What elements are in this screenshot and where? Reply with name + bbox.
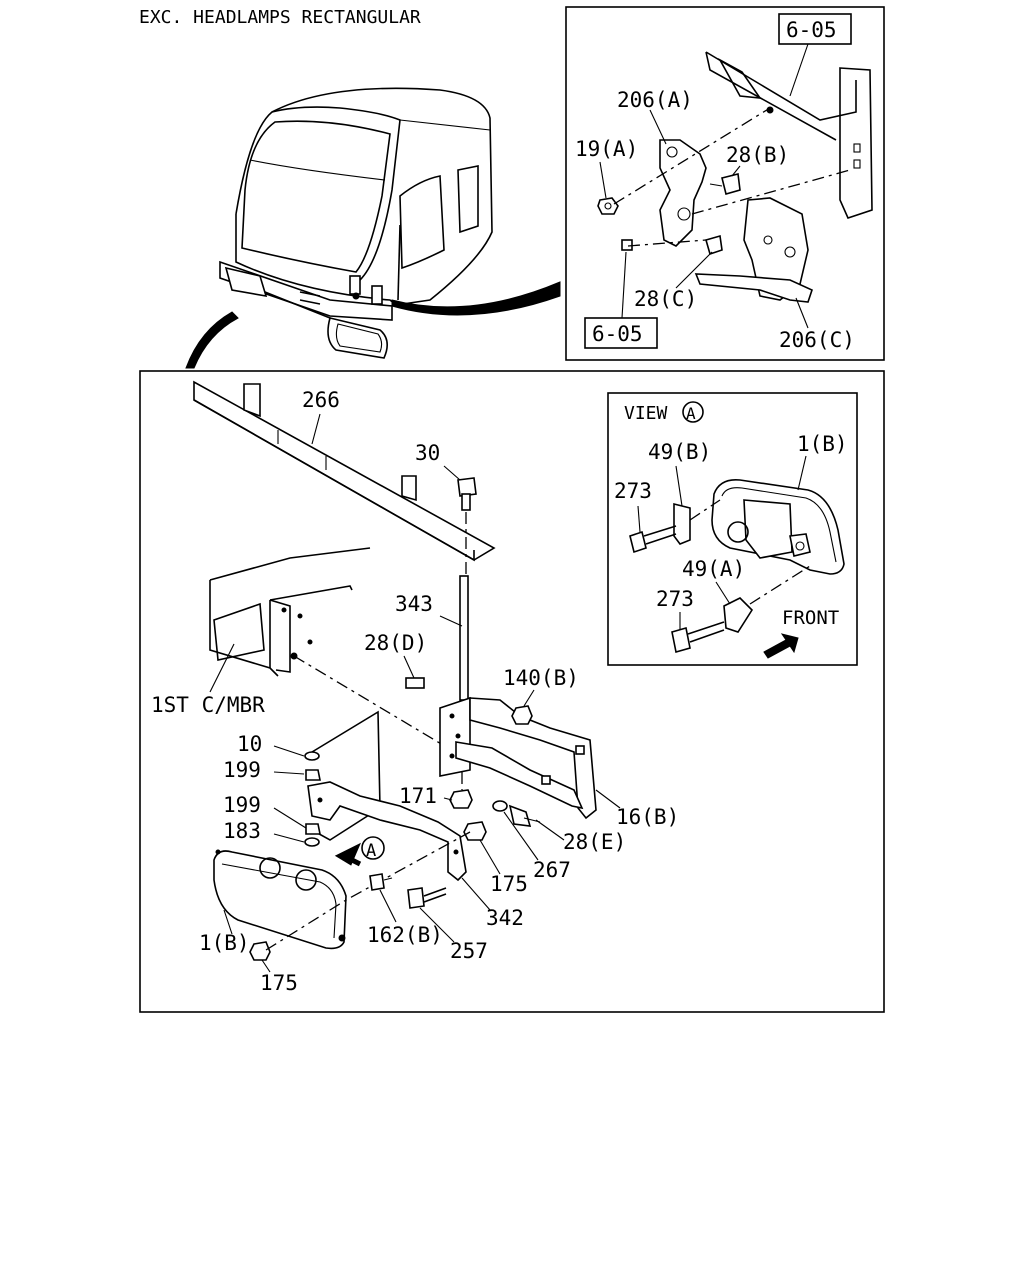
label-175-upper: 175: [490, 872, 528, 896]
label-1st-crossmember: 1ST C/MBR: [151, 693, 265, 717]
ref-box-top: [778, 13, 852, 45]
view-label-1b: 1(B): [797, 432, 848, 456]
label-343: 343: [395, 592, 433, 616]
cab-overview-drawing: [185, 87, 561, 369]
diagram-title: EXC. HEADLAMPS RECTANGULAR: [139, 7, 421, 28]
label-16b: 16(B): [616, 805, 679, 829]
ref-label-top: 6-05: [786, 18, 837, 42]
ref-label-bottom: 6-05: [592, 322, 643, 346]
view-label-273-upper: 273: [614, 479, 652, 503]
label-19a: 19(A): [575, 137, 638, 161]
label-257: 257: [450, 939, 488, 963]
label-267: 267: [533, 858, 571, 882]
main-assembly-panel: 266 1ST C/MBR 30 343 28(D): [139, 370, 885, 1013]
label-10: 10: [237, 732, 262, 756]
label-30: 30: [415, 441, 440, 465]
label-199-lower: 199: [223, 793, 261, 817]
view-title-marker: A: [686, 404, 696, 423]
label-1b: 1(B): [199, 931, 250, 955]
label-175-lower: 175: [260, 971, 298, 995]
view-a-marker-letter: A: [366, 841, 376, 861]
label-28b: 28(B): [726, 143, 789, 167]
view-a-inset: VIEW A 49(B) 273 1(B) 49(A) 273 FRONT: [607, 392, 858, 666]
ref-box-bottom: [584, 317, 658, 349]
bracket-detail-inset: 6-05 206(A) 19(A): [565, 6, 885, 361]
label-206c: 206(C): [779, 328, 855, 352]
view-a-marker: [361, 836, 385, 860]
label-140b: 140(B): [503, 666, 579, 690]
label-171: 171: [399, 784, 437, 808]
label-28c: 28(C): [634, 287, 697, 311]
label-28d: 28(D): [364, 631, 427, 655]
label-28e: 28(E): [563, 830, 626, 854]
label-342: 342: [486, 906, 524, 930]
label-199-upper: 199: [223, 758, 261, 782]
front-label: FRONT: [782, 607, 839, 629]
view-label-49a: 49(A): [682, 557, 745, 581]
label-206a: 206(A): [617, 88, 693, 112]
label-183: 183: [223, 819, 261, 843]
label-266: 266: [302, 388, 340, 412]
label-162b: 162(B): [367, 923, 443, 947]
view-title: VIEW: [624, 403, 668, 424]
front-arrow-icon: [763, 633, 799, 659]
view-label-273-lower: 273: [656, 587, 694, 611]
view-label-49b: 49(B): [648, 440, 711, 464]
